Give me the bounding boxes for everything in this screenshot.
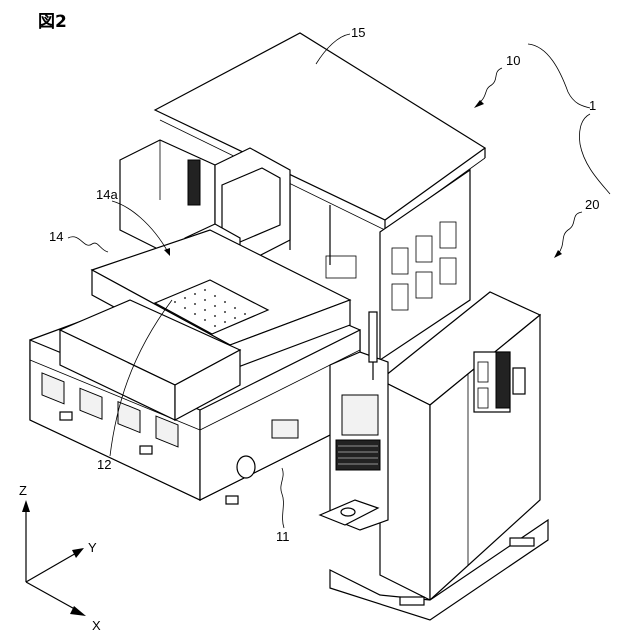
label-stage-part: 14a xyxy=(96,187,118,202)
label-cover: 15 xyxy=(351,25,365,40)
label-system: 1 xyxy=(589,98,596,113)
axis-x-label: X xyxy=(92,618,101,633)
axis-triad: Z Y X xyxy=(19,483,101,633)
label-table: 12 xyxy=(97,457,111,472)
axis-z-label: Z xyxy=(19,483,27,498)
figure-title: 図2 xyxy=(38,12,67,32)
label-base: 11 xyxy=(276,529,290,544)
label-unit-right: 20 xyxy=(585,197,599,212)
axis-y-label: Y xyxy=(88,540,97,555)
label-stage: 14 xyxy=(49,229,63,244)
label-unit-top: 10 xyxy=(506,53,520,68)
